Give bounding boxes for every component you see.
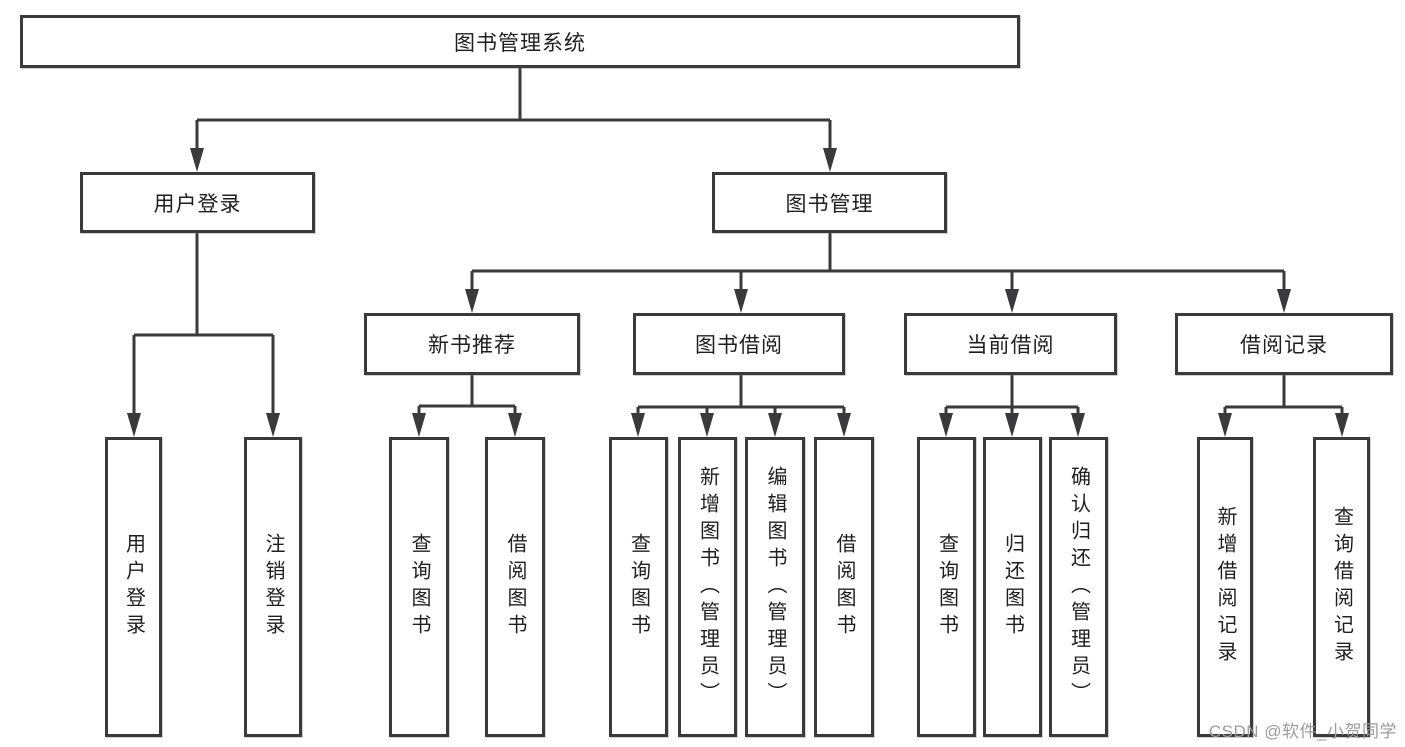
node-new-book-recommend: 新书推荐 — [364, 313, 580, 375]
connector-new-book — [417, 375, 517, 415]
connector-root — [195, 68, 832, 150]
csdn-watermark: CSDN @软件_小贺同学 — [1208, 722, 1397, 741]
node-user-login: 用户登录 — [80, 172, 315, 233]
leaf-borrow-books-recommend: 借阅图书 — [485, 437, 545, 737]
leaf-query-books-recommend: 查询图书 — [389, 437, 449, 737]
connector-book-management — [470, 233, 1286, 291]
node-borrow-records: 借阅记录 — [1175, 313, 1393, 375]
leaf-query-borrow-record: 查询借阅记录 — [1313, 437, 1370, 737]
leaf-add-borrow-record: 新增借阅记录 — [1197, 437, 1253, 737]
leaf-borrow-books: 借阅图书 — [814, 437, 874, 737]
connector-book-borrow — [636, 375, 846, 415]
node-book-management: 图书管理 — [712, 172, 947, 233]
node-root: 图书管理系统 — [20, 15, 1020, 68]
connector-borrow-records — [1223, 375, 1344, 415]
node-book-borrow: 图书借阅 — [633, 313, 845, 375]
connector-user-login — [132, 233, 275, 415]
leaf-return-books: 归还图书 — [983, 437, 1042, 737]
leaf-confirm-return-admin: 确认归还（管理员） — [1049, 437, 1108, 737]
leaf-edit-books-admin: 编辑图书（管理员） — [745, 437, 805, 737]
leaf-query-books-current: 查询图书 — [917, 437, 976, 737]
connector-current-borrow — [944, 375, 1080, 415]
leaf-add-books-admin: 新增图书（管理员） — [678, 437, 737, 737]
leaf-logout: 注销登录 — [244, 437, 302, 737]
leaf-query-books-borrow: 查询图书 — [609, 437, 668, 737]
node-current-borrow: 当前借阅 — [904, 313, 1117, 375]
leaf-user-login: 用户登录 — [105, 437, 162, 737]
